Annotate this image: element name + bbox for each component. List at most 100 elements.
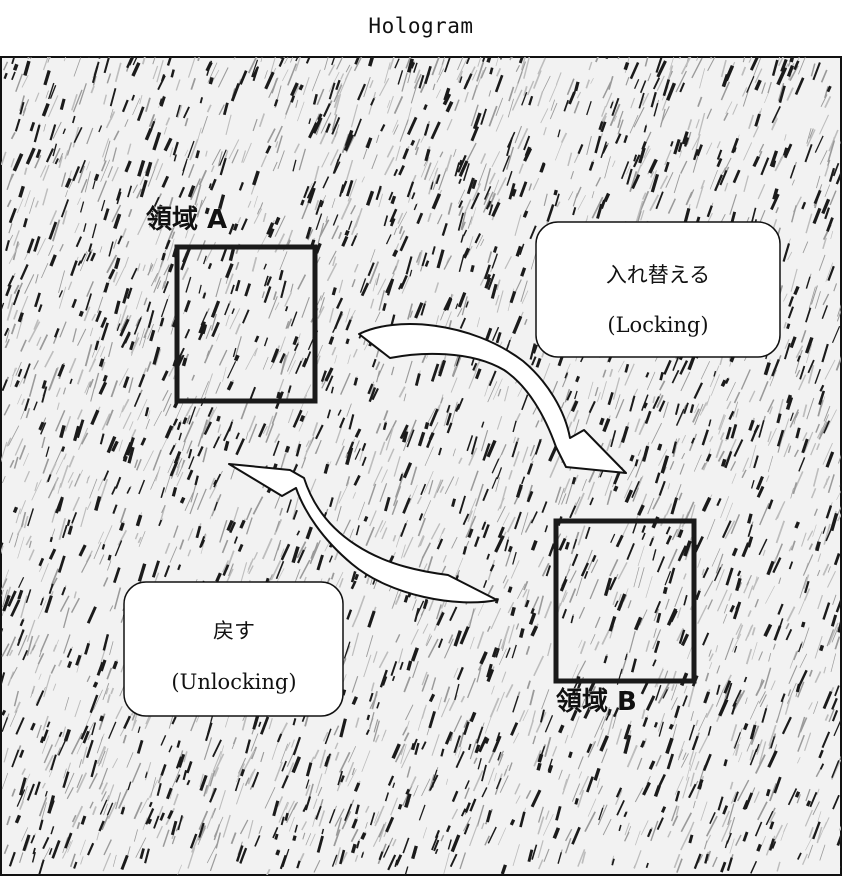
texture-streak — [341, 810, 352, 830]
texture-streak — [558, 487, 565, 505]
texture-dash — [665, 526, 671, 535]
texture-dash — [387, 775, 395, 786]
texture-dash — [768, 838, 775, 851]
texture-dash — [482, 443, 491, 461]
texture-dash — [659, 371, 664, 381]
texture-streak — [221, 539, 229, 554]
texture-streak — [679, 463, 685, 475]
texture-streak — [225, 314, 230, 327]
texture-streak — [570, 664, 579, 682]
texture-streak — [492, 378, 503, 400]
texture-dash — [477, 758, 482, 770]
texture-streak — [510, 560, 520, 579]
texture-streak — [184, 492, 194, 511]
texture-streak — [398, 386, 406, 398]
texture-streak — [653, 194, 659, 204]
texture-dash — [518, 57, 524, 64]
texture-dash — [215, 572, 222, 583]
texture-streak — [544, 601, 553, 619]
texture-streak — [731, 473, 737, 484]
texture-streak — [733, 740, 738, 749]
texture-dash — [149, 120, 156, 133]
texture-dash — [763, 623, 773, 637]
texture-dash — [14, 118, 21, 132]
texture-streak — [114, 597, 118, 606]
texture-dash — [643, 125, 648, 133]
texture-dash — [823, 420, 831, 434]
texture-streak — [230, 468, 235, 480]
texture-dash — [428, 693, 436, 703]
texture-streak — [298, 410, 309, 432]
texture-streak — [457, 57, 464, 71]
texture-dash — [187, 448, 193, 459]
texture-streak — [514, 413, 521, 423]
texture-dash — [45, 148, 54, 163]
texture-dash — [474, 368, 482, 380]
texture-streak — [650, 820, 659, 842]
texture-streak — [41, 782, 46, 789]
texture-streak — [729, 838, 735, 854]
texture-dash — [421, 252, 428, 267]
texture-streak — [279, 336, 286, 352]
texture-streak — [303, 439, 313, 460]
texture-dash — [179, 496, 186, 504]
texture-dash — [159, 98, 163, 105]
texture-streak — [113, 239, 118, 249]
texture-dash — [91, 722, 97, 736]
texture-streak — [564, 388, 571, 403]
texture-dash — [207, 406, 214, 418]
texture-streak — [564, 734, 569, 744]
texture-dash — [615, 534, 624, 548]
texture-dash — [368, 692, 374, 702]
texture-streak — [511, 89, 523, 111]
texture-dash — [304, 351, 312, 364]
texture-dash — [383, 215, 389, 227]
texture-streak — [730, 461, 737, 471]
texture-dash — [726, 857, 733, 872]
texture-streak — [142, 335, 147, 349]
texture-dash — [103, 57, 110, 74]
texture-streak — [734, 743, 740, 756]
texture-streak — [83, 306, 91, 322]
texture-dash — [414, 742, 420, 755]
texture-dash — [615, 787, 623, 798]
texture-streak — [805, 788, 811, 802]
texture-streak — [114, 62, 122, 83]
texture-dash — [631, 480, 640, 499]
texture-streak — [806, 129, 816, 147]
texture-streak — [578, 639, 583, 648]
texture-streak — [134, 459, 139, 469]
texture-streak — [444, 476, 455, 495]
texture-streak — [37, 652, 45, 665]
texture-streak — [757, 801, 768, 821]
texture-streak — [576, 91, 582, 99]
texture-streak — [499, 775, 509, 793]
texture-dash — [34, 292, 41, 308]
texture-dash — [41, 386, 48, 403]
texture-dash — [716, 497, 722, 507]
texture-streak — [594, 387, 599, 397]
texture-streak — [367, 483, 377, 505]
texture-streak — [89, 327, 94, 337]
texture-streak — [541, 689, 550, 710]
texture-streak — [378, 821, 387, 842]
texture-dash — [233, 354, 240, 362]
texture-dash — [431, 835, 439, 851]
texture-dash — [831, 760, 840, 778]
texture-dash — [360, 282, 370, 297]
texture-dash — [462, 513, 470, 526]
texture-dash — [655, 57, 663, 73]
texture-streak — [783, 293, 788, 302]
texture-dash — [315, 805, 322, 820]
texture-dash — [742, 722, 749, 731]
texture-streak — [824, 714, 829, 721]
texture-dash — [611, 858, 615, 866]
texture-dash — [18, 576, 25, 589]
texture-streak — [350, 204, 357, 215]
texture-streak — [568, 688, 577, 704]
texture-streak — [671, 684, 678, 701]
texture-streak — [814, 291, 821, 309]
texture-dash — [754, 821, 763, 837]
texture-dash — [254, 335, 260, 343]
texture-streak — [19, 800, 24, 811]
